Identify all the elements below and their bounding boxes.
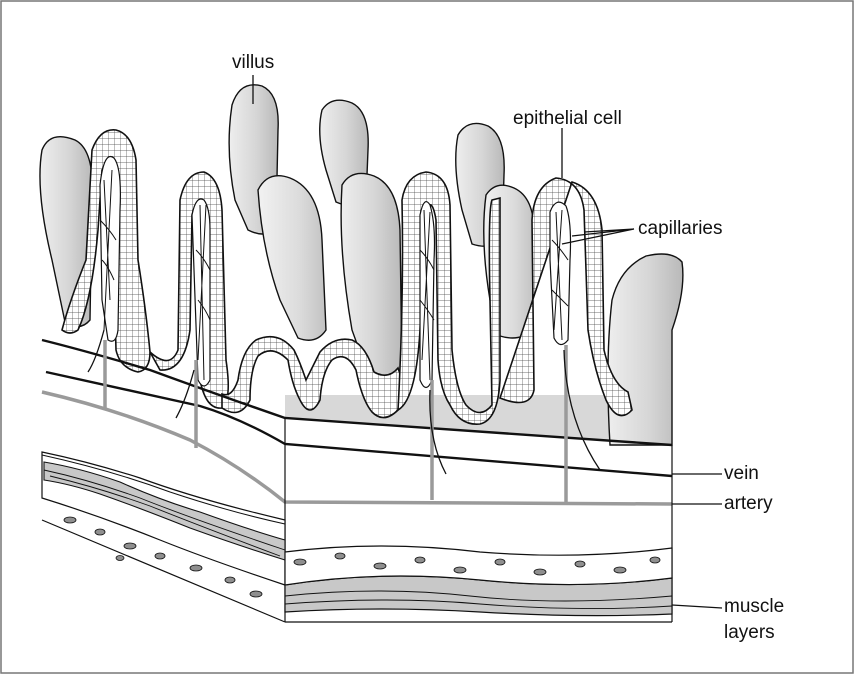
label-artery: artery: [724, 493, 773, 514]
label-villus: villus: [232, 52, 274, 73]
label-muscle: muscle: [724, 596, 784, 617]
label-vein: vein: [724, 463, 759, 484]
label-capillaries: capillaries: [638, 218, 722, 239]
label-layers: layers: [724, 622, 775, 643]
label-epithelial-cell: epithelial cell: [513, 108, 622, 129]
muscle-layers-leader: [672, 605, 722, 608]
muscle-layers: [42, 452, 672, 616]
